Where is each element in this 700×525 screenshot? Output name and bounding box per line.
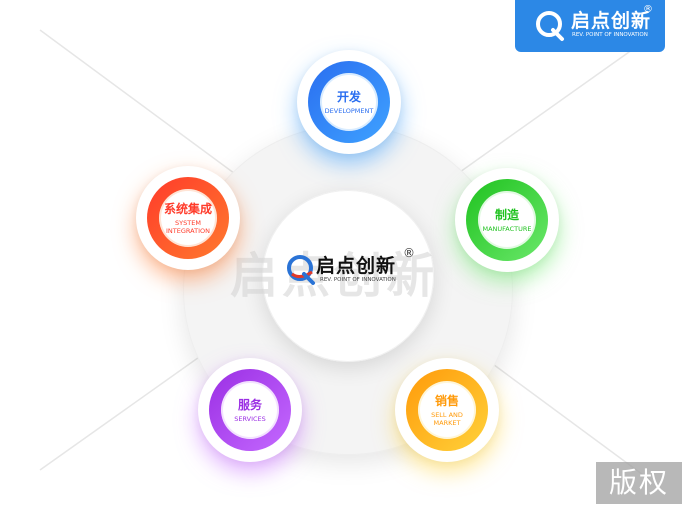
node-center: 服务 SERVICES [221, 381, 279, 439]
node-label: 服务 [237, 397, 262, 412]
copyright-label: 版权 [596, 462, 682, 504]
badge-registered-mark: ® [643, 4, 653, 15]
q-logo-icon [287, 255, 315, 285]
node-sell-and-market: 销售 SELL AND MARKET [395, 358, 499, 462]
node-center: 制造 MANUFACTURE [478, 191, 536, 249]
watermark-text: 启点创新 [230, 248, 439, 304]
node-system-integration: 系统集成 SYSTEM INTEGRATION [136, 166, 240, 270]
node-manufacture: 制造 MANUFACTURE [455, 168, 559, 272]
node-sublabel: SYSTEM INTEGRATION [166, 218, 210, 235]
node-label: 开发 [336, 89, 361, 104]
node-sublabel: DEVELOPMENT [324, 106, 374, 115]
node-sublabel: SELL AND MARKET [431, 410, 463, 427]
node-services: 服务 SERVICES [198, 358, 302, 462]
node-development: 开发 DEVELOPMENT [297, 50, 401, 154]
node-label: 制造 [494, 207, 519, 222]
node-label: 系统集成 [163, 201, 212, 216]
node-label: 销售 [434, 393, 459, 408]
node-center: 销售 SELL AND MARKET [418, 381, 476, 439]
node-sublabel: SERVICES [234, 414, 266, 423]
node-center: 系统集成 SYSTEM INTEGRATION [159, 189, 217, 247]
center-logo: 启点创新 ® REV. POINT OF INNOVATION [286, 246, 416, 288]
badge-brand-name: 启点创新 [571, 10, 652, 32]
center-brand-name: 启点创新 [316, 255, 397, 277]
badge-brand-subtitle: REV. POINT OF INNOVATION [572, 32, 648, 38]
center-brand-subtitle: REV. POINT OF INNOVATION [320, 277, 396, 283]
brand-badge: 启点创新 ® REV. POINT OF INNOVATION [515, 0, 665, 52]
q-logo-icon [536, 11, 564, 41]
node-center: 开发 DEVELOPMENT [320, 73, 378, 131]
center-registered-mark: ® [403, 246, 415, 260]
node-sublabel: MANUFACTURE [482, 224, 532, 233]
